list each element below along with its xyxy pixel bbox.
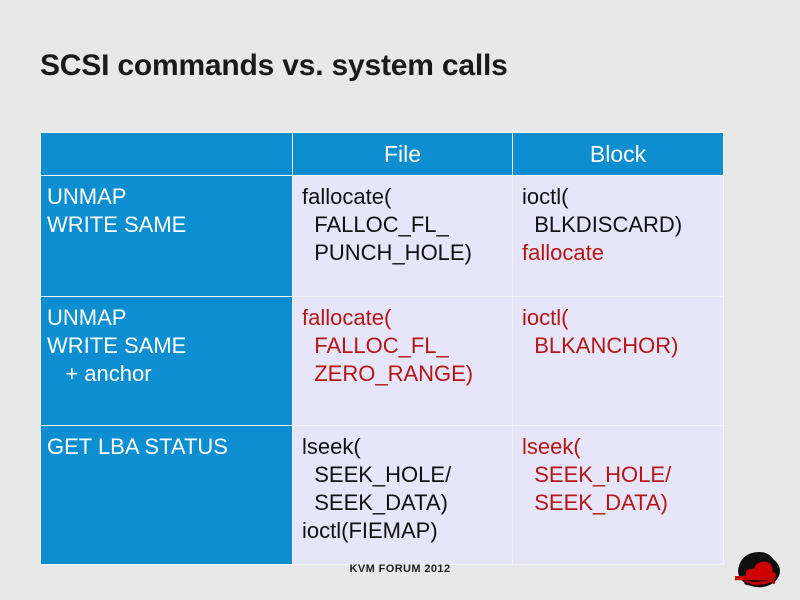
code-segment: lseek( SEEK_HOLE/ SEEK_DATA) (522, 434, 672, 515)
table-header-row: File Block (40, 132, 724, 176)
footer-conference-label: KVM FORUM 2012 (349, 563, 451, 575)
table-header-file: File (292, 132, 513, 176)
cell-block-row1: ioctl( BLKDISCARD) fallocate (512, 175, 724, 297)
row-label-unmap-write-same: UNMAP WRITE SAME (40, 175, 293, 297)
code-segment: fallocate( FALLOC_FL_ PUNCH_HOLE) (302, 184, 472, 265)
cell-file-row2: fallocate( FALLOC_FL_ ZERO_RANGE) (292, 296, 513, 426)
row-label-unmap-write-same-anchor: UNMAP WRITE SAME + anchor (40, 296, 293, 426)
row-label-get-lba-status: GET LBA STATUS (40, 425, 293, 565)
table-row: UNMAP WRITE SAME + anchor fallocate( FAL… (40, 296, 724, 426)
code-segment: ioctl( BLKDISCARD) (522, 184, 683, 237)
cell-file-row3: lseek( SEEK_HOLE/ SEEK_DATA) ioctl(FIEMA… (292, 425, 513, 565)
code-segment: fallocate( FALLOC_FL_ ZERO_RANGE) (302, 305, 474, 386)
cell-block-row3: lseek( SEEK_HOLE/ SEEK_DATA) (512, 425, 724, 565)
table-row: UNMAP WRITE SAME fallocate( FALLOC_FL_ P… (40, 175, 724, 297)
comparison-table-wrapper: File Block UNMAP WRITE SAME fallocate( F… (40, 132, 724, 565)
table-row: GET LBA STATUS lseek( SEEK_HOLE/ SEEK_DA… (40, 425, 724, 565)
red-hat-shadowman-logo (487, 551, 783, 593)
table-header-corner (40, 132, 293, 176)
table-header-block: Block (512, 132, 724, 176)
cell-file-row1: fallocate( FALLOC_FL_ PUNCH_HOLE) (292, 175, 513, 297)
code-segment: fallocate (522, 240, 604, 265)
cell-block-row2: ioctl( BLKANCHOR) (512, 296, 724, 426)
scsi-vs-syscalls-table: File Block UNMAP WRITE SAME fallocate( F… (40, 132, 724, 565)
code-segment: lseek( SEEK_HOLE/ SEEK_DATA) ioctl(FIEMA… (302, 434, 452, 543)
page-title: SCSI commands vs. system calls (40, 49, 508, 82)
code-segment: ioctl( BLKANCHOR) (522, 305, 679, 358)
